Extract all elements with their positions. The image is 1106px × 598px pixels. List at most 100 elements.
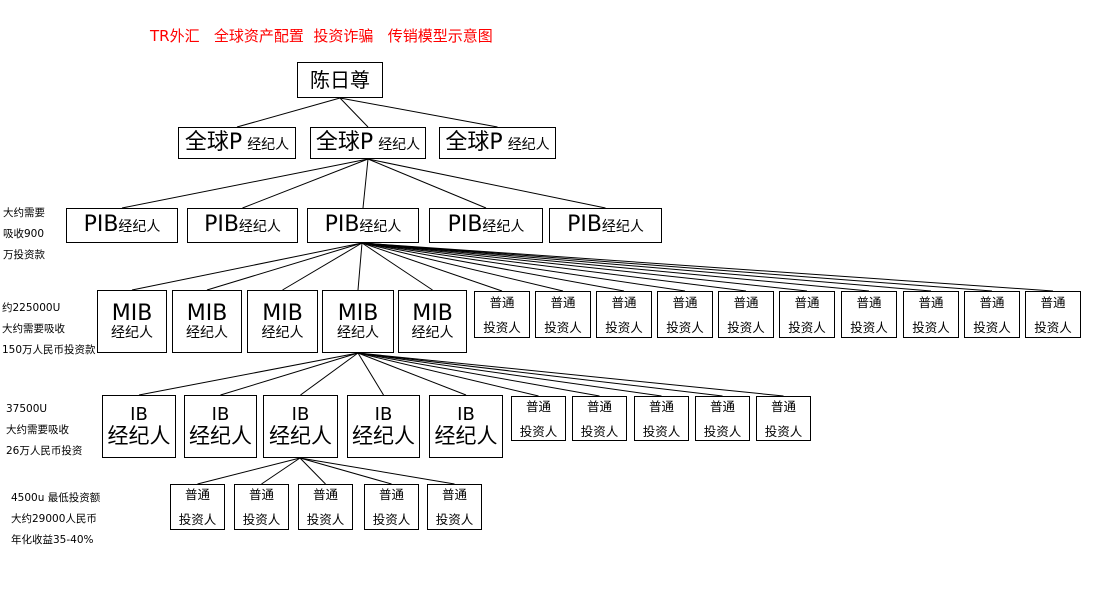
note-line: 150万人民币投资款 [2, 344, 96, 356]
box-label: 经纪人 [411, 324, 454, 341]
box-label: 投资人 [178, 512, 217, 527]
box-label: 经纪人 [378, 136, 421, 153]
box-label: 投资人 [435, 512, 474, 527]
investor-level-note: 4500u 最低投资额大约29000人民币年化收益35-40% [11, 488, 100, 551]
box-label: MIB [412, 300, 453, 326]
pib-broker: PIB经纪人 [307, 208, 419, 243]
note-line: 万投资款 [3, 249, 45, 261]
connector-line [361, 242, 808, 292]
box-label: 普通 [312, 487, 338, 502]
box-label: 经纪人 [434, 423, 498, 448]
investor-node: 普通投资人 [298, 484, 353, 530]
connector-line [299, 457, 326, 485]
connector-line [299, 457, 455, 485]
investor-node: 普通投资人 [427, 484, 482, 530]
box-label: 普通 [525, 398, 551, 414]
box-label: 普通 [378, 487, 404, 502]
box-label: IB [130, 404, 148, 426]
box-label: 普通 [248, 487, 274, 502]
box-label: 投资人 [605, 319, 643, 335]
box-label: MIB [262, 300, 303, 326]
box-label: 经纪人 [189, 423, 252, 448]
investor-node: 普通投资人 [718, 291, 774, 338]
investor-node: 普通投资人 [841, 291, 897, 338]
investor-node: 普通投资人 [234, 484, 289, 530]
connector-line [361, 242, 932, 292]
connector-line [357, 352, 539, 397]
connector-line [299, 457, 392, 485]
box-label: 全球P [184, 129, 243, 155]
box-label: 普通 [1040, 294, 1066, 310]
connector-line [138, 352, 359, 396]
box-label: 普通 [648, 398, 674, 414]
box-label: 普通 [794, 294, 820, 310]
box-label: 投资人 [1034, 319, 1072, 335]
pib-broker: PIB经纪人 [549, 208, 662, 243]
connector-line [361, 242, 686, 292]
investor-node: 普通投资人 [474, 291, 530, 338]
connector-line [361, 242, 433, 291]
box-label: 投资人 [306, 512, 345, 527]
global-p-broker: 全球P 经纪人 [439, 127, 556, 159]
investor-node: 普通投资人 [634, 396, 689, 441]
note-line: 26万人民币投资 [6, 445, 83, 457]
connector-line [357, 352, 467, 396]
connector-line [357, 352, 784, 397]
connector-line [206, 242, 363, 291]
box-label: 投资人 [372, 512, 411, 527]
box-label: 投资人 [544, 319, 582, 335]
connector-line [357, 352, 662, 397]
investor-node: 普通投资人 [1025, 291, 1081, 338]
investor-node: 普通投资人 [695, 396, 750, 441]
note-line: 约225000U [2, 302, 61, 314]
root-node: 陈日尊 [297, 62, 383, 98]
connector-line [367, 158, 606, 209]
box-label: 经纪人 [186, 324, 228, 341]
box-label: PIB [204, 212, 239, 238]
box-label: 全球P [445, 129, 503, 155]
note-line: 大约需要吸收 [6, 424, 69, 436]
box-label: 经纪人 [111, 324, 153, 341]
connector-line [339, 97, 498, 128]
global-p-broker: 全球P 经纪人 [178, 127, 296, 159]
box-label: 经纪人 [247, 136, 290, 153]
diagram-title: TR外汇 全球资产配置 投资诈骗 传销模型示意图 [150, 27, 493, 45]
investor-node: 普通投资人 [779, 291, 835, 338]
box-label: 全球P [315, 129, 374, 155]
box-label: 投资人 [973, 319, 1011, 335]
box-label: PIB [324, 212, 360, 238]
investor-node: 普通投资人 [756, 396, 811, 441]
box-label: 投资人 [703, 423, 742, 439]
investor-node: 普通投资人 [364, 484, 419, 530]
box-label: 投资人 [519, 423, 558, 439]
box-label: 投资人 [764, 423, 803, 439]
connector-line [197, 457, 301, 485]
connector-line [361, 242, 870, 292]
connector-line [361, 242, 503, 292]
investor-node: 普通投资人 [657, 291, 713, 338]
pib-broker: PIB经纪人 [66, 208, 178, 243]
global-p-broker: 全球P 经纪人 [310, 127, 426, 159]
box-label: 经纪人 [118, 219, 161, 236]
connector-line [131, 242, 363, 291]
note-line: 大约29000人民币 [11, 513, 97, 525]
connector-line [357, 352, 723, 397]
pib-broker: PIB经纪人 [429, 208, 543, 243]
box-label: 经纪人 [337, 324, 379, 341]
box-label: 投资人 [912, 319, 950, 335]
box-label: MIB [337, 300, 379, 326]
box-label: IB [291, 404, 310, 426]
box-label: 普通 [672, 294, 698, 310]
box-label: 经纪人 [238, 219, 281, 236]
connector-line [361, 242, 564, 292]
box-label: 投资人 [242, 512, 281, 527]
box-label: 普通 [979, 294, 1005, 310]
